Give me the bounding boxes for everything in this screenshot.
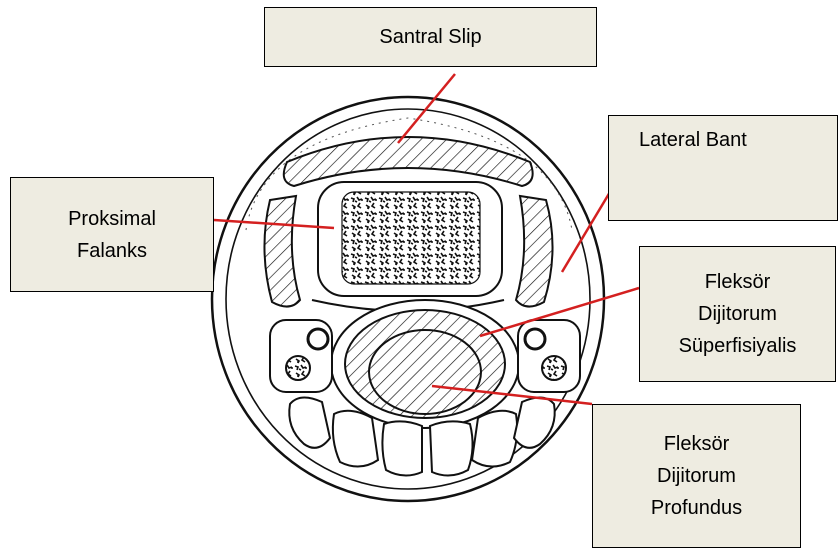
label-fds-line3: Süperfisiyalis (679, 330, 797, 362)
digital-nerve-left (286, 356, 310, 380)
fat-lobule-2 (333, 411, 378, 467)
label-proksimal-falanks: Proksimal Falanks (10, 177, 214, 292)
label-fdp-line3: Profundus (651, 492, 742, 524)
digital-artery-right (525, 329, 545, 349)
label-fds-line1: Fleksör (705, 266, 771, 298)
label-fdp-line1: Fleksör (664, 428, 730, 460)
digital-artery-left (308, 329, 328, 349)
label-lateral-bant: Lateral Bant (608, 115, 838, 221)
label-fds-line2: Dijitorum (698, 298, 777, 330)
fdp-tendon-shape (369, 330, 481, 414)
label-proksimal-falanks-line1: Proksimal (68, 203, 156, 235)
fat-lobule-3 (382, 421, 422, 475)
fat-lobule-5 (472, 411, 517, 467)
label-fleksor-dijitorum-profundus: Fleksör Dijitorum Profundus (592, 404, 801, 548)
label-fdp-line2: Dijitorum (657, 460, 736, 492)
label-santral-slip: Santral Slip (264, 7, 597, 67)
label-lateral-bant-line1: Lateral Bant (639, 124, 747, 156)
phalanx-marrow (342, 192, 480, 284)
label-santral-slip-line1: Santral Slip (379, 21, 481, 53)
digital-nerve-right (542, 356, 566, 380)
label-fleksor-dijitorum-superfisiyalis: Fleksör Dijitorum Süperfisiyalis (639, 246, 836, 382)
fat-lobule-4 (430, 421, 473, 475)
label-proksimal-falanks-line2: Falanks (77, 235, 147, 267)
